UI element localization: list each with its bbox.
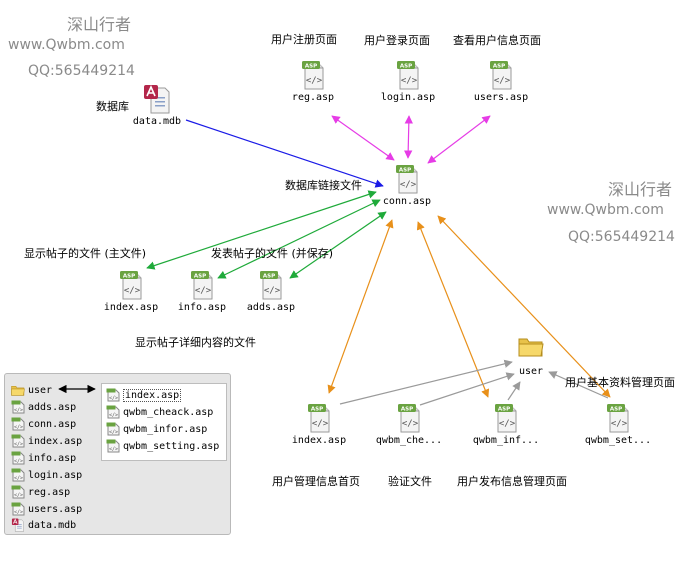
tree-item-adds[interactable]: adds.asp (11, 399, 76, 415)
arrow-usetting-user (548, 371, 609, 399)
asp-file-icon (489, 60, 513, 90)
label-reg-page: 用户注册页面 (271, 33, 337, 46)
database-file-icon (143, 84, 171, 114)
subtree-item-cheack[interactable]: qwbm_cheack.asp (106, 404, 213, 420)
asp-file-icon (106, 439, 120, 453)
label-users-page: 查看用户信息页面 (453, 34, 541, 47)
node-user-folder[interactable]: user (486, 334, 576, 377)
asp-file-icon (106, 388, 120, 402)
asp-file-icon (396, 60, 420, 90)
arrow-conn-usetting (437, 215, 611, 398)
arrow-uindex-user (339, 359, 513, 405)
watermark-url-right: www.Qwbm.com (547, 202, 664, 218)
expand-arrow (58, 384, 96, 394)
asp-file-icon (307, 403, 331, 433)
watermark-title-left: 深山行者 (67, 15, 132, 34)
label-post-save: 发表帖子的文件 (并保存) (211, 247, 334, 260)
arrow-db-conn (185, 119, 384, 188)
subtree-item-setting[interactable]: qwbm_setting.asp (106, 438, 219, 454)
asp-file-icon (11, 434, 25, 448)
filename: conn.asp (382, 196, 432, 207)
watermark-title-right: 深山行者 (608, 180, 673, 199)
node-database[interactable]: data.mdb (112, 84, 202, 127)
tree-item-reg[interactable]: reg.asp (11, 484, 70, 500)
filename: info.asp (177, 302, 227, 313)
watermark-qq-right: QQ:565449214 (568, 229, 675, 245)
asp-file-icon (11, 451, 25, 465)
file-tree-panel: user adds.asp conn.asp index.asp info.as… (4, 373, 231, 535)
label-post-detail: 显示帖子详细内容的文件 (135, 336, 256, 349)
tree-item-user[interactable]: user (11, 382, 52, 398)
tree-item-conn[interactable]: conn.asp (11, 416, 76, 432)
asp-file-icon (395, 164, 419, 194)
label-db-link-file: 数据库链接文件 (285, 179, 362, 192)
arrow-conn-info (217, 199, 381, 279)
label-user-profile-mgmt: 用户基本资料管理页面 (565, 376, 675, 389)
asp-file-icon (119, 270, 143, 300)
tree-item-users[interactable]: users.asp (11, 501, 82, 517)
node-adds[interactable]: adds.asp (226, 270, 316, 313)
node-user-cheack[interactable]: qwbm_che... (364, 403, 454, 446)
asp-file-icon (397, 403, 421, 433)
node-user-infor[interactable]: qwbm_inf... (461, 403, 551, 446)
label-user-post-mgmt: 用户发布信息管理页面 (457, 475, 567, 488)
watermark-url-left: www.Qwbm.com (8, 37, 125, 53)
node-user-index[interactable]: index.asp (274, 403, 364, 446)
node-conn[interactable]: conn.asp (362, 164, 452, 207)
arrow-ucheack-user (419, 372, 515, 406)
filename: index.asp (291, 435, 347, 446)
arrow-reg-conn (331, 115, 395, 161)
label-show-posts-main: 显示帖子的文件 (主文件) (24, 247, 147, 260)
arrow-conn-uindex (327, 219, 394, 394)
filename: qwbm_che... (375, 435, 443, 446)
tree-item-data[interactable]: data.mdb (11, 517, 76, 533)
asp-file-icon (11, 485, 25, 499)
filename: qwbm_inf... (472, 435, 540, 446)
user-folder-contents: index.asp qwbm_cheack.asp qwbm_infor.asp… (101, 383, 227, 461)
filename: qwbm_set... (584, 435, 652, 446)
asp-file-icon (190, 270, 214, 300)
filename: user (518, 366, 544, 377)
node-users[interactable]: users.asp (456, 60, 546, 103)
asp-file-icon (494, 403, 518, 433)
arrow-uinfor-user (507, 381, 521, 401)
filename: adds.asp (246, 302, 296, 313)
database-file-icon (11, 518, 25, 532)
node-user-setting[interactable]: qwbm_set... (573, 403, 663, 446)
asp-file-icon (11, 417, 25, 431)
filename: data.mdb (132, 116, 182, 127)
filename: login.asp (380, 92, 436, 103)
node-info[interactable]: info.asp (157, 270, 247, 313)
arrow-users-conn (427, 115, 491, 164)
subtree-item-index[interactable]: index.asp (106, 387, 182, 403)
filename: users.asp (473, 92, 529, 103)
asp-file-icon (11, 502, 25, 516)
watermark-qq-left: QQ:565449214 (28, 63, 135, 79)
asp-file-icon (106, 405, 120, 419)
filename: reg.asp (291, 92, 335, 103)
label-login-page: 用户登录页面 (364, 34, 430, 47)
node-login[interactable]: login.asp (363, 60, 453, 103)
asp-file-icon (11, 400, 25, 414)
folder-icon (11, 384, 25, 396)
tree-item-login[interactable]: login.asp (11, 467, 82, 483)
node-index[interactable]: index.asp (86, 270, 176, 313)
arrow-login-conn (403, 115, 414, 159)
asp-file-icon (11, 468, 25, 482)
tree-item-index[interactable]: index.asp (11, 433, 82, 449)
tree-item-info[interactable]: info.asp (11, 450, 76, 466)
node-reg[interactable]: reg.asp (268, 60, 358, 103)
label-user-mgmt-home: 用户管理信息首页 (272, 475, 360, 488)
asp-file-icon (301, 60, 325, 90)
asp-file-icon (106, 422, 120, 436)
label-verify-file: 验证文件 (388, 475, 432, 488)
asp-file-icon (606, 403, 630, 433)
folder-icon (518, 334, 544, 358)
subtree-item-infor[interactable]: qwbm_infor.asp (106, 421, 207, 437)
asp-file-icon (259, 270, 283, 300)
label-database: 数据库 (96, 100, 129, 113)
filename: index.asp (103, 302, 159, 313)
